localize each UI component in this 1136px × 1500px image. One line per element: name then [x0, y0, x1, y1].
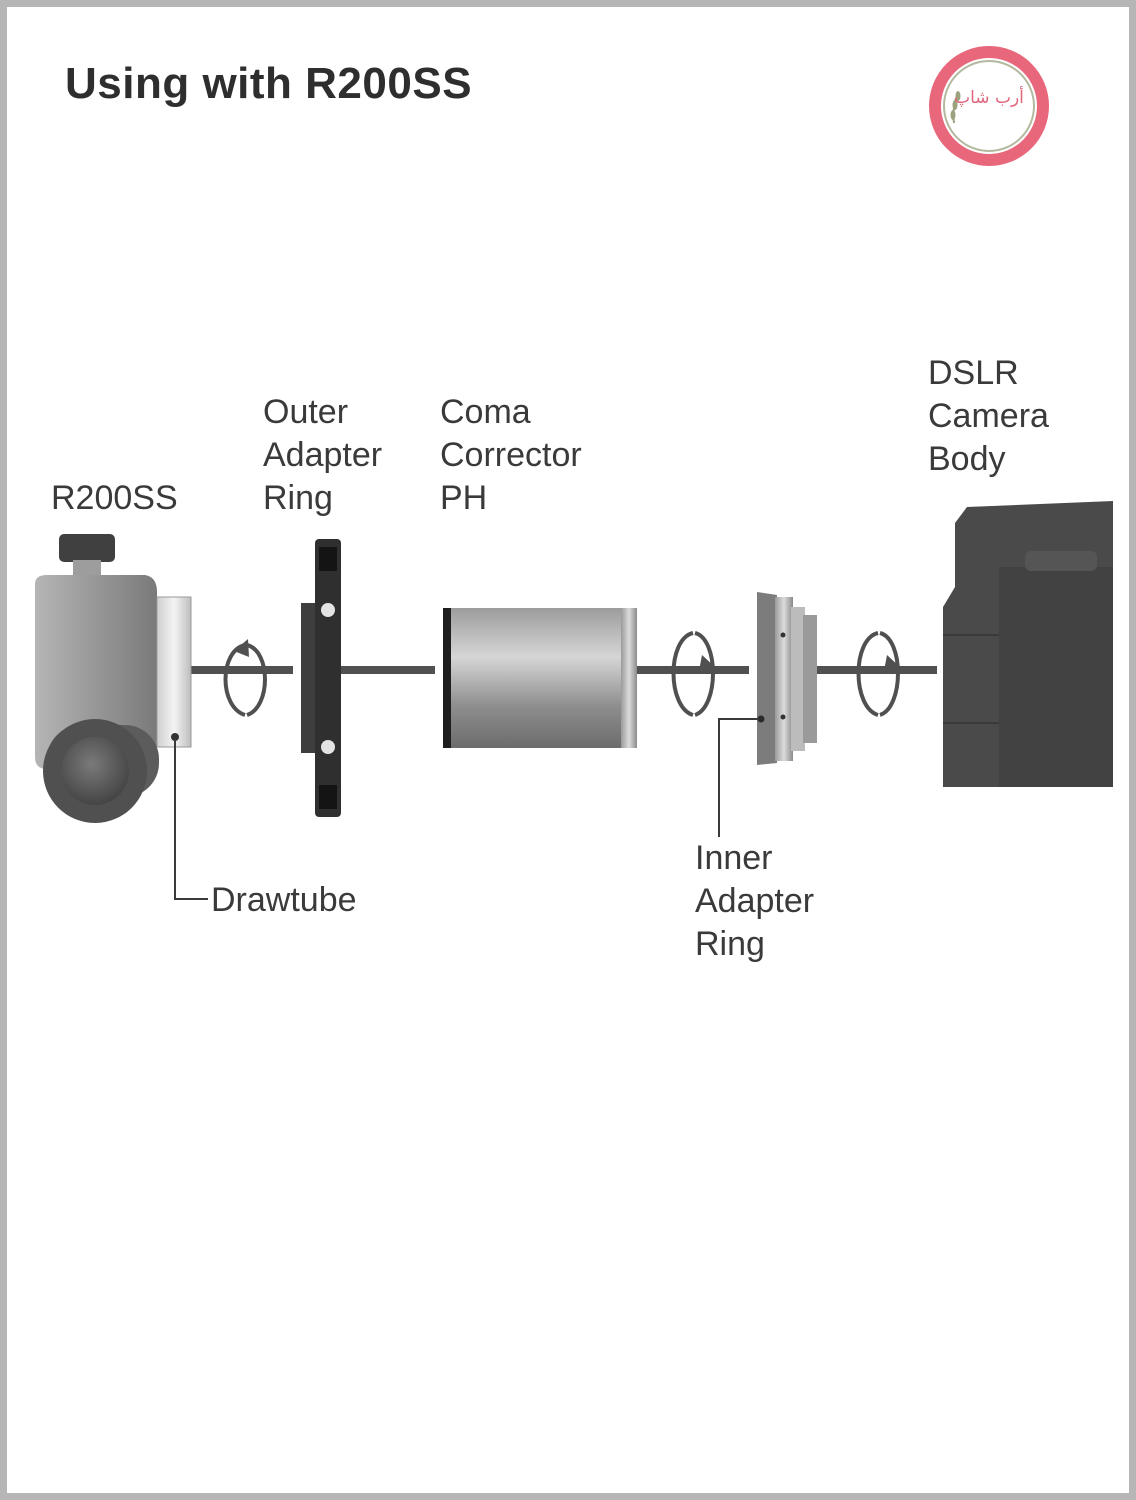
- label-drawtube: Drawtube: [211, 879, 357, 922]
- label-line: Corrector: [440, 436, 582, 474]
- inner-adapter-ring: [757, 592, 817, 765]
- label-r200ss: R200SS: [51, 477, 178, 520]
- label-line: Drawtube: [211, 881, 357, 919]
- label-line: Body: [928, 440, 1006, 478]
- label-line: Ring: [695, 925, 765, 963]
- label-line: DSLR: [928, 354, 1019, 392]
- label-line: R200SS: [51, 479, 178, 517]
- label-inner-adapter-ring: Inner Adapter Ring: [695, 837, 814, 966]
- label-outer-adapter-ring: Outer Adapter Ring: [263, 391, 382, 520]
- label-coma-corrector: Coma Corrector PH: [440, 391, 582, 520]
- label-line: Ring: [263, 479, 333, 517]
- label-line: Camera: [928, 397, 1049, 435]
- rotate-arrow-icon: [671, 631, 715, 717]
- label-dslr-camera-body: DSLR Camera Body: [928, 352, 1049, 481]
- shop-logo-icon: [929, 46, 1049, 166]
- outer-adapter-ring: [301, 539, 341, 817]
- page-title: Using with R200SS: [65, 59, 473, 108]
- rotate-arrow-icon: [856, 631, 900, 717]
- drawtube-leader-line: [174, 739, 208, 900]
- coma-corrector: [443, 608, 637, 748]
- shop-logo-text: أرب شاپ: [954, 88, 1024, 108]
- label-line: Adapter: [695, 882, 815, 920]
- label-line: Coma: [440, 393, 531, 431]
- r200ss-focuser: [35, 534, 192, 823]
- inner-ring-leader-line: [718, 718, 759, 837]
- label-line: Outer: [263, 393, 349, 431]
- dslr-camera-body: [943, 501, 1113, 787]
- label-line: PH: [440, 479, 488, 517]
- label-line: Inner: [695, 839, 773, 877]
- label-line: Adapter: [263, 436, 383, 474]
- assembly-illustration: [35, 501, 1113, 900]
- rotate-arrow-icon: [223, 639, 267, 717]
